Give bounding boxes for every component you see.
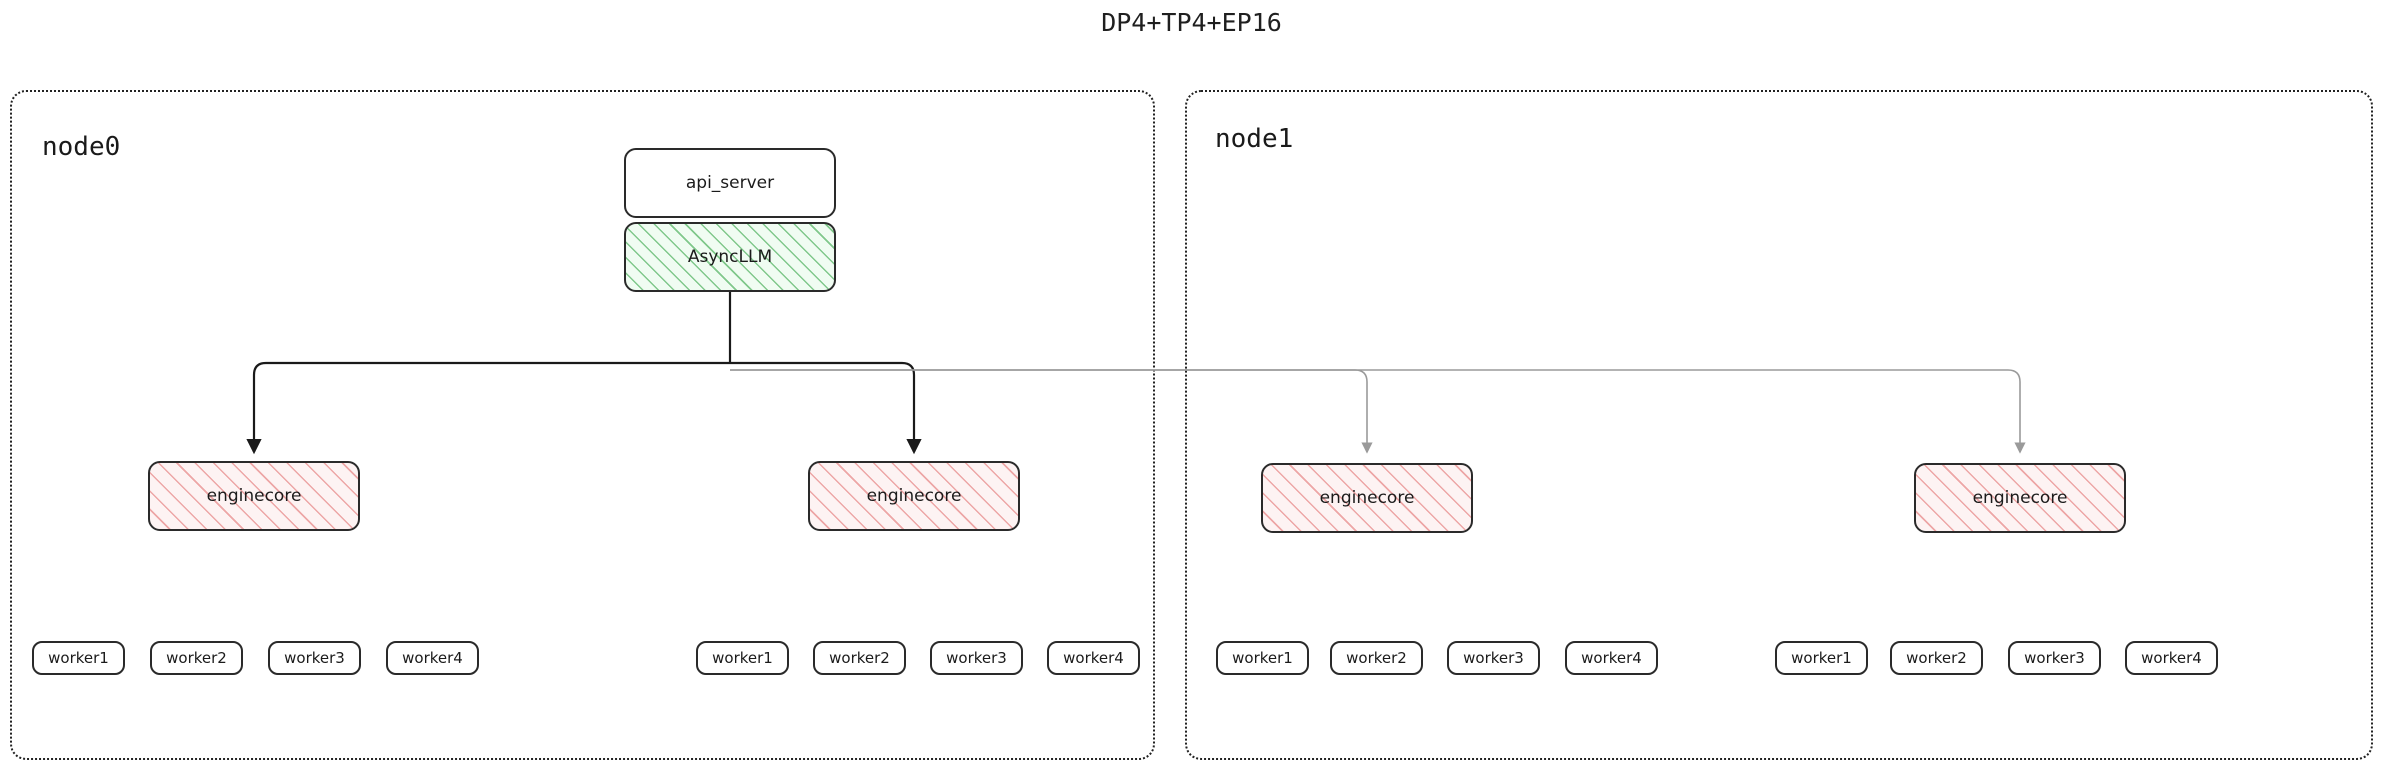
worker-label: worker3 (946, 649, 1007, 667)
enginecore-label: enginecore (1972, 488, 2068, 508)
worker-label: worker1 (1232, 649, 1293, 667)
page-title: DP4+TP4+EP16 (1101, 8, 1282, 37)
worker-box-n1e1w3[interactable]: worker4 (2125, 641, 2218, 675)
worker-box-n1e1w0[interactable]: worker1 (1775, 641, 1868, 675)
worker-label: worker3 (2024, 649, 2085, 667)
worker-box-n0e0w2[interactable]: worker3 (268, 641, 361, 675)
worker-box-n1e0w3[interactable]: worker4 (1565, 641, 1658, 675)
worker-box-n0e1w3[interactable]: worker4 (1047, 641, 1140, 675)
enginecore-label: enginecore (206, 486, 302, 506)
api-server-label: api_server (685, 173, 775, 193)
enginecore-box-n0e0[interactable]: enginecore (148, 461, 360, 531)
worker-label: worker2 (166, 649, 227, 667)
worker-box-n0e0w3[interactable]: worker4 (386, 641, 479, 675)
worker-label: worker1 (48, 649, 109, 667)
worker-box-n0e1w1[interactable]: worker2 (813, 641, 906, 675)
enginecore-box-n1e1[interactable]: enginecore (1914, 463, 2126, 533)
enginecore-box-n1e0[interactable]: enginecore (1261, 463, 1473, 533)
worker-label: worker4 (402, 649, 463, 667)
node-label-node0: node0 (42, 132, 121, 162)
worker-label: worker1 (712, 649, 773, 667)
worker-label: worker1 (1791, 649, 1852, 667)
worker-box-n1e0w0[interactable]: worker1 (1216, 641, 1309, 675)
worker-box-n1e0w2[interactable]: worker3 (1447, 641, 1540, 675)
worker-label: worker2 (829, 649, 890, 667)
worker-label: worker3 (1463, 649, 1524, 667)
worker-label: worker4 (1063, 649, 1124, 667)
worker-label: worker2 (1906, 649, 1967, 667)
worker-box-n1e0w1[interactable]: worker2 (1330, 641, 1423, 675)
worker-label: worker2 (1346, 649, 1407, 667)
worker-label: worker4 (2141, 649, 2202, 667)
worker-box-n0e1w0[interactable]: worker1 (696, 641, 789, 675)
enginecore-label: enginecore (866, 486, 962, 506)
async-llm-label: AsyncLLM (687, 247, 773, 267)
worker-label: worker4 (1581, 649, 1642, 667)
node-label-node1: node1 (1215, 124, 1294, 154)
enginecore-label: enginecore (1319, 488, 1415, 508)
worker-box-n1e1w2[interactable]: worker3 (2008, 641, 2101, 675)
api-server-box[interactable]: api_server (624, 148, 836, 218)
async-llm-box[interactable]: AsyncLLM (624, 222, 836, 292)
worker-box-n0e0w1[interactable]: worker2 (150, 641, 243, 675)
worker-box-n0e1w2[interactable]: worker3 (930, 641, 1023, 675)
worker-box-n1e1w1[interactable]: worker2 (1890, 641, 1983, 675)
worker-box-n0e0w0[interactable]: worker1 (32, 641, 125, 675)
worker-label: worker3 (284, 649, 345, 667)
enginecore-box-n0e1[interactable]: enginecore (808, 461, 1020, 531)
